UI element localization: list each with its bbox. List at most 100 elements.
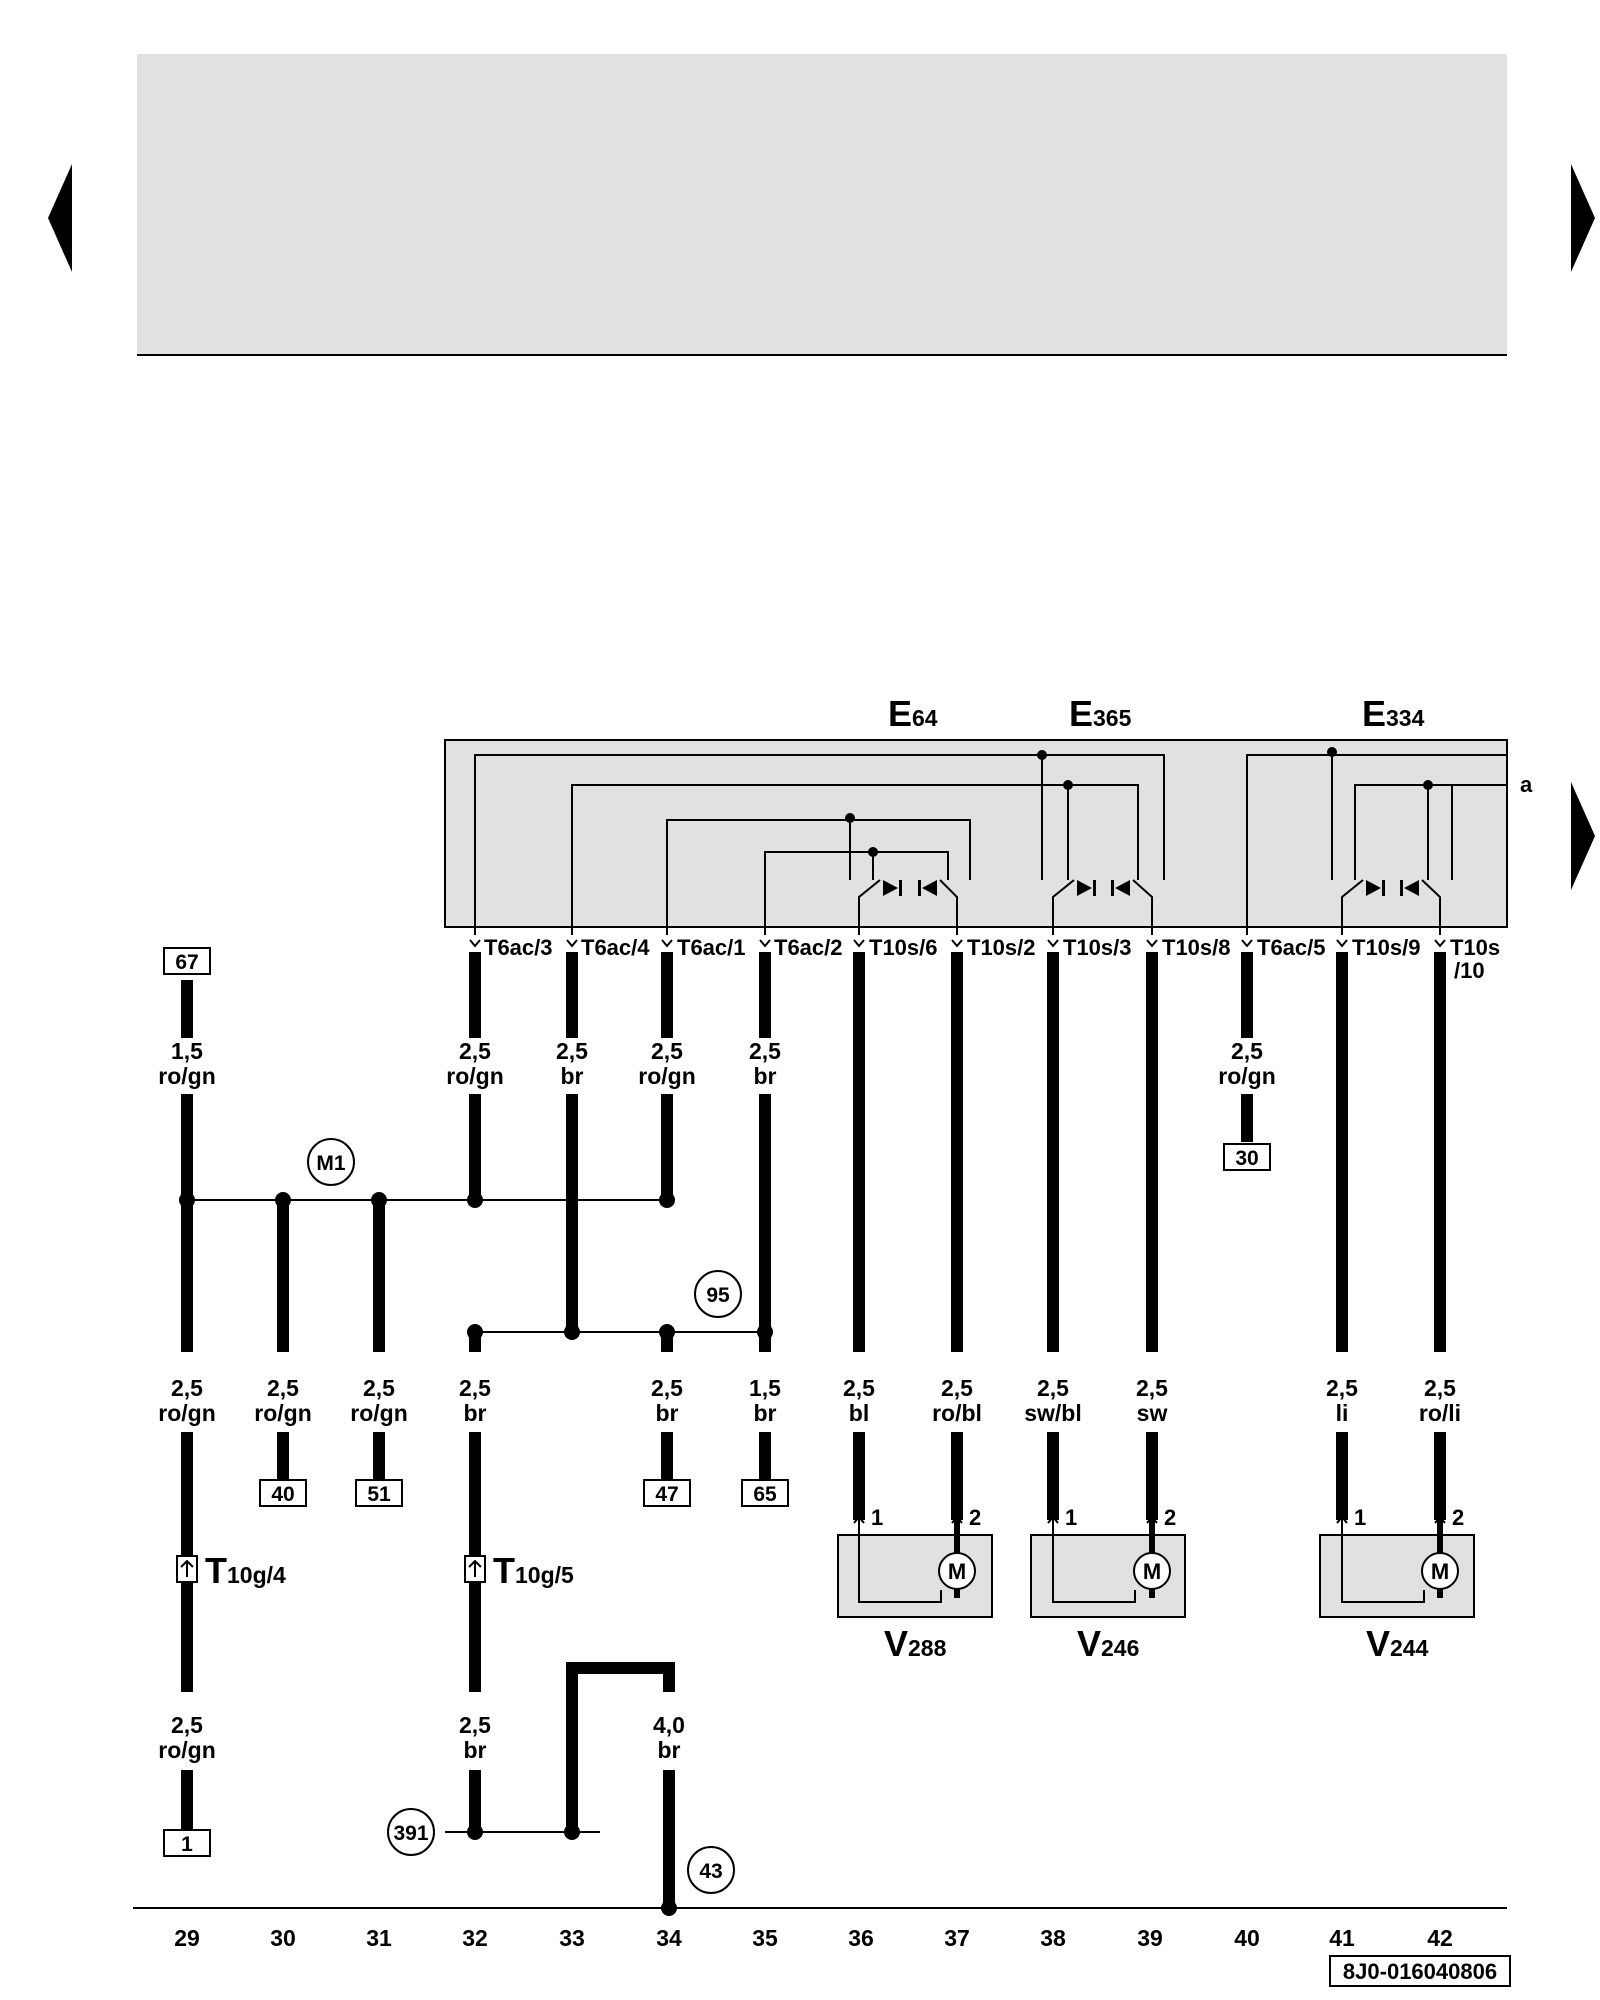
wire-label-w36-size: 2,5 (843, 1375, 875, 1401)
wires (181, 952, 1446, 1905)
wire-label-w38-color: sw/bl (1024, 1400, 1082, 1426)
ground-43-circle (687, 1846, 735, 1894)
wire-label-w39-size: 2,5 (1136, 1375, 1168, 1401)
component-v244-number: 244 (1390, 1635, 1429, 1661)
connector-pin-icons (469, 939, 1446, 948)
component-e64-number: 64 (912, 705, 938, 731)
column-37: 37 (944, 1925, 970, 1951)
motor-v246-pin1: 1 (1065, 1505, 1077, 1530)
component-e334: E334 (1362, 693, 1425, 734)
inline-connector-t10g5-pin: 10g/5 (515, 1562, 574, 1588)
ref-65[interactable]: 65 (753, 1483, 777, 1506)
wire-label-w29b-color: ro/gn (158, 1400, 216, 1426)
wire-label-w39-color: sw (1137, 1400, 1168, 1426)
component-e334-number: 334 (1386, 705, 1425, 731)
wire-label-w34a-size: 2,5 (651, 1038, 683, 1064)
column-38: 38 (1040, 1925, 1066, 1951)
column-33: 33 (559, 1925, 585, 1951)
component-e64: E64 (888, 693, 938, 734)
wire-label-w31b-size: 2,5 (363, 1375, 395, 1401)
reference-boxes (163, 947, 1271, 1857)
column-36: 36 (848, 1925, 874, 1951)
motor-v246-pin2: 2 (1164, 1505, 1176, 1530)
ground-391-label: 391 (393, 1822, 428, 1845)
column-34: 34 (656, 1925, 682, 1951)
motor-v246-m: M (1143, 1559, 1161, 1584)
motor-v246 (1030, 1520, 1186, 1618)
connector-t10s-10-suffix: /10 (1454, 958, 1485, 983)
component-v244-letter: V (1366, 1623, 1390, 1664)
switch-internal-wiring (474, 752, 1507, 935)
motor-v244 (1319, 1520, 1475, 1618)
column-32: 32 (462, 1925, 488, 1951)
wire-label-w67-size: 1,5 (171, 1038, 203, 1064)
bus-lines (133, 1199, 1507, 1909)
motor-v244-pin2: 2 (1452, 1505, 1464, 1530)
motor-v288-pin2: 2 (969, 1505, 981, 1530)
next-page-arrow-icon[interactable] (1571, 164, 1595, 272)
wire-label-w34b-color: br (656, 1400, 679, 1426)
switch-module-box (444, 739, 1508, 928)
connector-t10s-6: T10s/6 (869, 935, 938, 960)
inline-connector-t10g4-name: T (205, 1550, 227, 1591)
wire-label-w32b-color: br (464, 1400, 487, 1426)
motor-v288 (837, 1520, 993, 1618)
connector-t10s-2: T10s/2 (967, 935, 1036, 960)
wire-label-w29c-size: 2,5 (171, 1712, 203, 1738)
motor-pin-icons (853, 1515, 1446, 1524)
ground-m1-label: M1 (316, 1152, 345, 1175)
wire-label-w35a-color: br (754, 1063, 777, 1089)
wire-label-w36-color: bl (849, 1400, 869, 1426)
header-panel (137, 54, 1507, 354)
prev-page-arrow-icon[interactable] (48, 164, 72, 272)
wire-label-w40-color: ro/gn (1218, 1063, 1276, 1089)
wire-label-w33a-color: br (561, 1063, 584, 1089)
wire-label-w37-size: 2,5 (941, 1375, 973, 1401)
wire-label-w32c-color: br (464, 1737, 487, 1763)
ref-40[interactable]: 40 (271, 1483, 294, 1506)
inline-connector-icon (176, 1555, 486, 1583)
ground-95-label: 95 (706, 1284, 730, 1307)
wire-label-w41-size: 2,5 (1326, 1375, 1358, 1401)
connector-t10s-9: T10s/9 (1352, 935, 1421, 960)
wire-label-w34c-color: br (658, 1737, 681, 1763)
wire-label-w31b-color: ro/gn (350, 1400, 408, 1426)
continue-arrow-icon[interactable] (1571, 782, 1595, 890)
column-35: 35 (752, 1925, 778, 1951)
side-label-a: a (1520, 772, 1533, 797)
column-42: 42 (1427, 1925, 1453, 1951)
motor-v288-m: M (948, 1559, 966, 1584)
ref-51[interactable]: 51 (367, 1483, 391, 1506)
wire-label-w38-size: 2,5 (1037, 1375, 1069, 1401)
ref-47[interactable]: 47 (655, 1483, 678, 1506)
wire-label-w32c-size: 2,5 (459, 1712, 491, 1738)
component-e64-letter: E (888, 693, 912, 734)
motor-v288-pin1: 1 (871, 1505, 883, 1530)
column-29: 29 (174, 1925, 200, 1951)
switch-contact-icon (883, 880, 1419, 896)
wire-label-w30b-size: 2,5 (267, 1375, 299, 1401)
component-v288-number: 288 (908, 1635, 947, 1661)
component-v288-letter: V (884, 1623, 908, 1664)
wire-label-w29c-color: ro/gn (158, 1737, 216, 1763)
component-v246: V246 (1077, 1623, 1139, 1664)
ref-67[interactable]: 67 (175, 951, 198, 974)
column-31: 31 (366, 1925, 392, 1951)
connector-t10s-3: T10s/3 (1063, 935, 1132, 960)
wire-label-w35a-size: 2,5 (749, 1038, 781, 1064)
wire-label-w34c-size: 4,0 (653, 1712, 685, 1738)
column-41: 41 (1329, 1925, 1355, 1951)
connector-t10s-10: T10s (1450, 935, 1500, 960)
wire-label-w32a-color: ro/gn (446, 1063, 504, 1089)
connector-t10s-8: T10s/8 (1162, 935, 1231, 960)
wire-label-w30b-color: ro/gn (254, 1400, 312, 1426)
component-v246-number: 246 (1101, 1635, 1139, 1661)
wire-label-w37-color: ro/bl (932, 1400, 982, 1426)
motor-v244-m: M (1431, 1559, 1449, 1584)
ref-30[interactable]: 30 (1235, 1147, 1258, 1170)
component-e365: E365 (1069, 693, 1132, 734)
ground-391-circle (387, 1808, 435, 1856)
wire-label-w32a-size: 2,5 (459, 1038, 491, 1064)
ref-1[interactable]: 1 (181, 1833, 193, 1856)
